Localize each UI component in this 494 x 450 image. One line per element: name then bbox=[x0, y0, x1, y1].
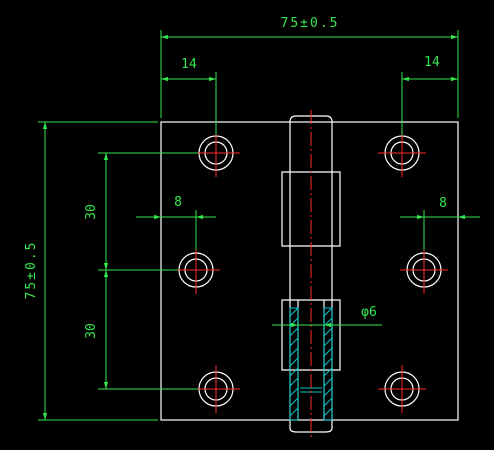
dim-pitch-upper: 30 bbox=[84, 204, 99, 220]
pin-section-hatch bbox=[289, 307, 333, 421]
dim-overall-height: 75±0.5 bbox=[24, 241, 39, 300]
dimension-lines bbox=[38, 30, 480, 421]
dim-pitch-lower: 30 bbox=[84, 323, 99, 339]
dim-edge-right: 14 bbox=[424, 55, 440, 70]
dim-overall-width: 75±0.5 bbox=[281, 16, 340, 31]
dim-pin-diameter: φ6 bbox=[361, 305, 377, 320]
center-lines bbox=[172, 110, 448, 438]
dim-offset-right: 8 bbox=[439, 196, 447, 211]
dim-offset-left: 8 bbox=[174, 195, 182, 210]
dim-edge-left: 14 bbox=[181, 57, 197, 72]
